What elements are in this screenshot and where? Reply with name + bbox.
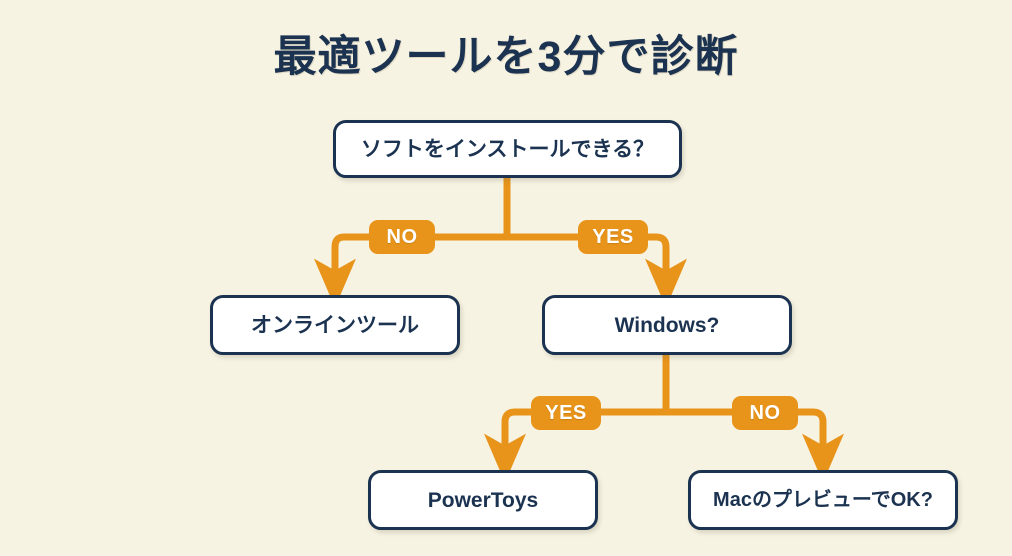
- node-powertoys-result[interactable]: PowerToys: [368, 470, 598, 530]
- node-mac-preview-result[interactable]: MacのプレビューでOK?: [688, 470, 958, 530]
- edge-root-to-online: [314, 233, 511, 308]
- edge-label-root-yes: YES: [578, 220, 648, 254]
- node-label: PowerToys: [427, 488, 539, 512]
- node-install-software-question[interactable]: ソフトをインストールできる？: [333, 120, 682, 178]
- node-online-tool-result[interactable]: オンラインツール: [210, 295, 460, 355]
- node-label: ソフトをインストールできる？: [360, 137, 655, 161]
- edge-root-to-windows: [503, 233, 687, 308]
- node-label: オンラインツール: [251, 313, 419, 337]
- page-title: 最適ツールを3分で診断: [273, 33, 739, 81]
- edge-label-root-no: NO: [369, 220, 435, 254]
- edge-windows-to-mac: [662, 408, 844, 483]
- edge-windows-to-powertoys: [484, 408, 670, 483]
- edge-label-windows-yes: YES: [531, 396, 601, 430]
- node-label: MacのプレビューでOK?: [713, 489, 933, 511]
- node-windows-question[interactable]: Windows?: [542, 295, 792, 355]
- node-label: Windows?: [614, 313, 720, 337]
- edge-label-windows-no: NO: [732, 396, 798, 430]
